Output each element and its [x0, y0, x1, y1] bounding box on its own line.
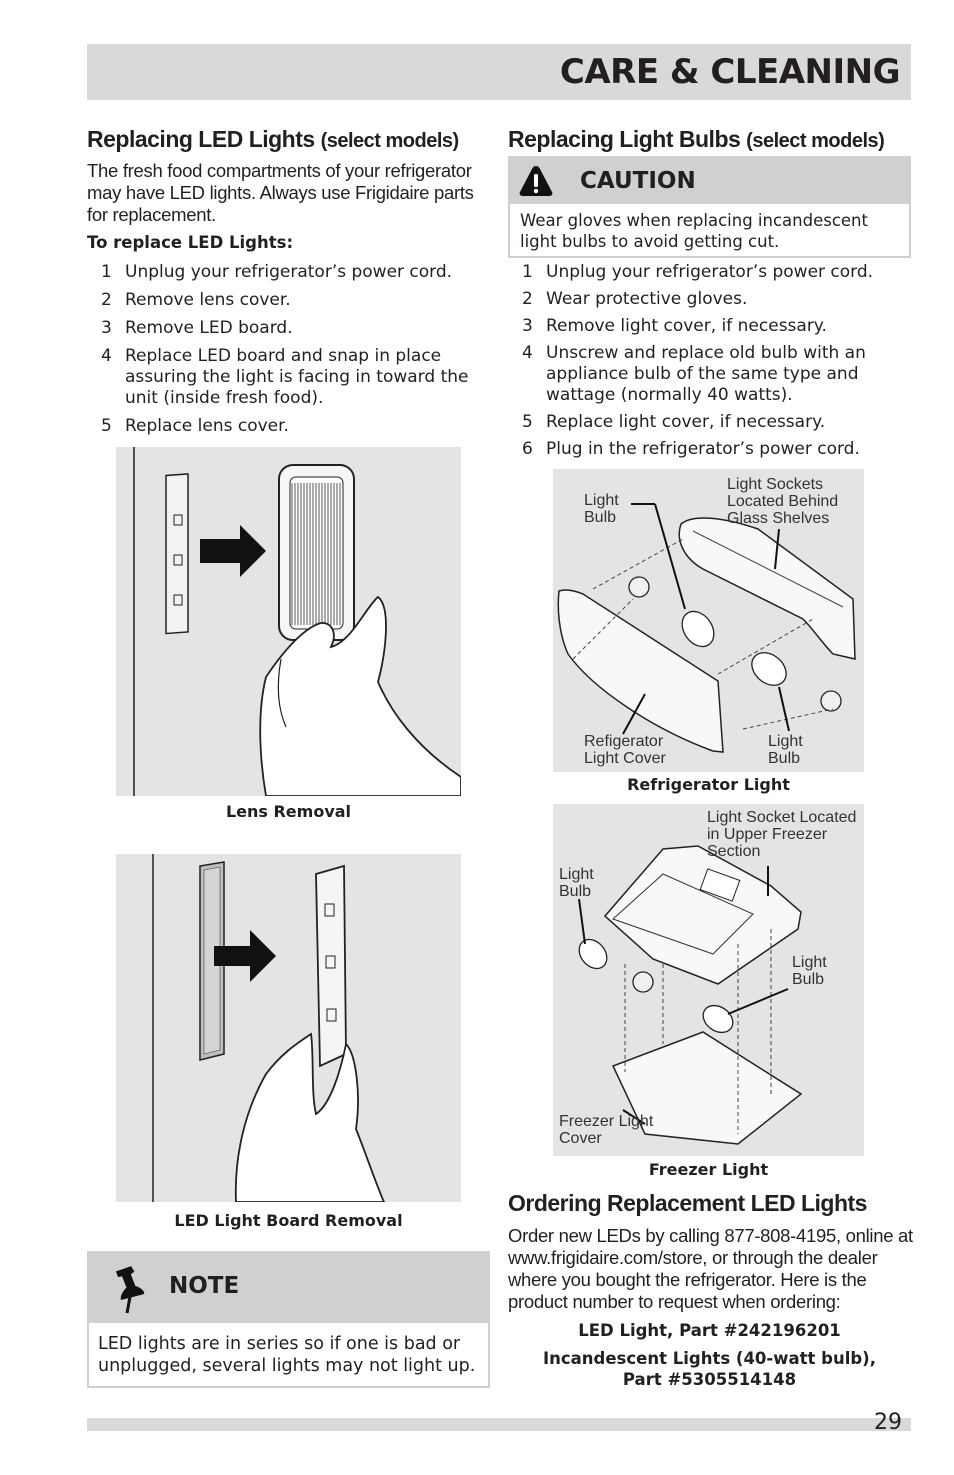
hand-illustration — [234, 1032, 386, 1203]
caution-box: CAUTION Wear gloves when replacing incan… — [508, 156, 911, 258]
label-freezer-bulb-left: Light Bulb — [559, 866, 594, 900]
pushpin-icon — [115, 1266, 145, 1314]
page-number: 29 — [874, 1410, 902, 1435]
note-text: LED lights are in series so if one is ba… — [98, 1334, 476, 1376]
led-board-removal-figure — [116, 854, 461, 1203]
freezer-light-figure: Light Socket Located in Upper Freezer Se… — [553, 804, 864, 1156]
label-light-bulb-left: Light Bulb — [584, 492, 619, 526]
ordering-heading: Ordering Replacement LED Lights — [508, 1190, 867, 1216]
refrigerator-light-caption: Refrigerator Light — [627, 775, 790, 794]
lens-removal-illustration — [133, 447, 462, 797]
led-subheading: To replace LED Lights: — [87, 233, 294, 252]
label-light-bulb-right: Light Bulb — [768, 733, 803, 767]
ordering-text: Order new LEDs by calling 877-808-4195, … — [508, 1225, 913, 1312]
arrow-right-icon — [200, 525, 266, 577]
bulbs-heading-main: Replacing Light Bulbs — [508, 126, 741, 152]
note-title: NOTE — [169, 1273, 240, 1299]
led-board-removal-illustration — [152, 854, 386, 1203]
hand-illustration — [259, 595, 462, 797]
label-freezer-bulb-right: Light Bulb — [792, 954, 827, 988]
part-led: LED Light, Part #242196201 — [578, 1321, 841, 1340]
lens-removal-figure — [116, 447, 462, 797]
led-heading-main: Replacing LED Lights — [87, 126, 315, 152]
led-intro: The fresh food compartments of your refr… — [87, 160, 474, 225]
bulbs-section-heading: Replacing Light Bulbs (select models) — [508, 126, 918, 153]
part-incandescent-line2: Part #5305514148 — [622, 1370, 797, 1389]
led-board-removal-caption: LED Light Board Removal — [174, 1211, 403, 1230]
caution-header: CAUTION — [510, 158, 909, 204]
freezer-light-diagram — [578, 845, 803, 1145]
label-refrigerator-cover: Refigerator Light Cover — [584, 733, 666, 767]
note-header: NOTE — [89, 1253, 488, 1323]
led-section-heading: Replacing LED Lights (select models) — [87, 126, 497, 153]
refrigerator-light-figure: Light Bulb Light Sockets Located Behind … — [553, 469, 864, 772]
label-light-socket: Light Socket Located in Upper Freezer Se… — [707, 809, 857, 860]
caution-text: Wear gloves when replacing incandescent … — [520, 211, 868, 251]
part-incandescent-line1: Incandescent Lights (40-watt bulb), — [543, 1349, 876, 1368]
refrigerator-light-diagram — [557, 503, 856, 753]
lens-removal-caption: Lens Removal — [225, 802, 352, 821]
label-freezer-cover: Freezer Light Cover — [559, 1113, 654, 1147]
led-heading-sub: (select models) — [320, 130, 460, 152]
page-title: CARE & CLEANING — [559, 52, 901, 92]
arrow-right-icon — [214, 930, 276, 982]
caution-title: CAUTION — [580, 168, 696, 194]
warning-icon — [519, 166, 553, 196]
note-box: NOTE LED lights are in series so if one … — [87, 1251, 490, 1388]
footer-bar — [87, 1418, 911, 1431]
bulbs-heading-sub: (select models) — [746, 130, 885, 152]
freezer-light-caption: Freezer Light — [648, 1160, 769, 1179]
label-light-sockets: Light Sockets Located Behind Glass Shelv… — [727, 476, 839, 527]
header-bar — [87, 44, 911, 100]
